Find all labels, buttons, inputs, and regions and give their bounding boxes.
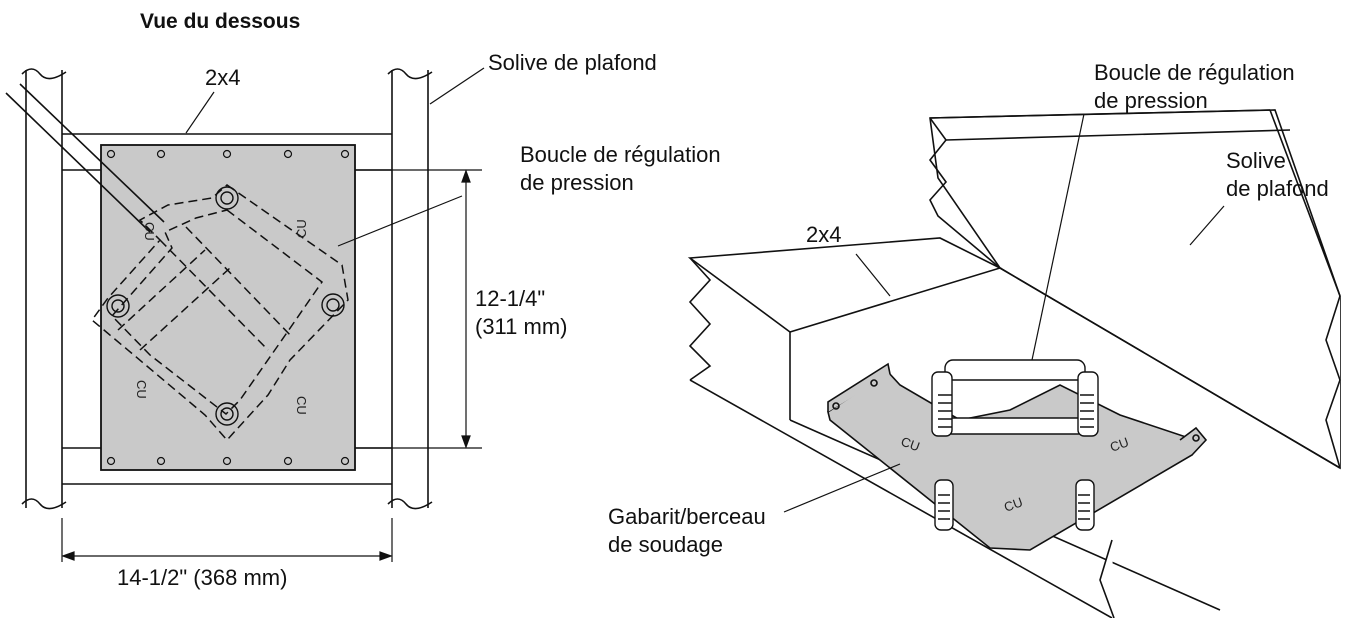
iso-stud-leader [855,253,891,297]
left-joist-label: Solive de plafond [488,50,657,75]
width-dim-label: 14-1/2" (368 mm) [117,565,287,590]
left-stud-label: 2x4 [205,65,240,90]
stud-leader [185,91,215,134]
jig-pipe-mark: CU [899,434,922,455]
left-loop-label-line1: Boucle de régulation [520,142,721,167]
supply-pipe [5,83,165,233]
loop-leader [337,195,463,247]
iso-welding-jig [827,362,1208,551]
jig-pipe-mark: CU [1002,494,1025,515]
pipe-mark: CU [294,219,309,238]
left-view-title: Vue du dessous [140,10,300,33]
width-dimension [61,518,393,562]
left-joist [21,68,67,510]
right-joist-label-line2: de plafond [1226,176,1329,201]
right-view [687,109,1341,618]
loop-fittings [106,186,345,426]
right-loop-label-line1: Boucle de régulation [1094,60,1295,85]
jig-pipe-mark: CU [1108,434,1131,455]
joist-leader [429,67,485,105]
height-dim-line1: 12-1/4" [475,286,545,311]
height-dim-line2: (311 mm) [475,314,568,339]
iso-jig-leader [783,463,901,513]
iso-loop-leader [1031,113,1085,361]
left-view [5,67,485,562]
right-jig-label-line1: Gabarit/berceau [608,504,766,529]
pressure-loop-outline [90,184,349,442]
right-loop-label-line2: de pression [1094,88,1208,113]
right-joist [387,68,433,510]
iso-2x4 [687,237,1221,618]
welding-plate [100,144,356,471]
height-dimension [355,169,482,449]
plate-screws [106,149,350,466]
iso-joist-leader [1189,205,1225,246]
pipe-mark: CU [142,222,157,241]
left-loop-label-line2: de pression [520,170,634,195]
iso-pressure-loop [931,359,1099,531]
right-stud-label: 2x4 [806,222,841,247]
pipe-mark: CU [134,380,149,399]
right-jig-label-line2: de soudage [608,532,723,557]
iso-joist [928,109,1341,470]
right-joist-label-line1: Solive [1226,148,1286,173]
pipe-mark: CU [294,396,309,415]
